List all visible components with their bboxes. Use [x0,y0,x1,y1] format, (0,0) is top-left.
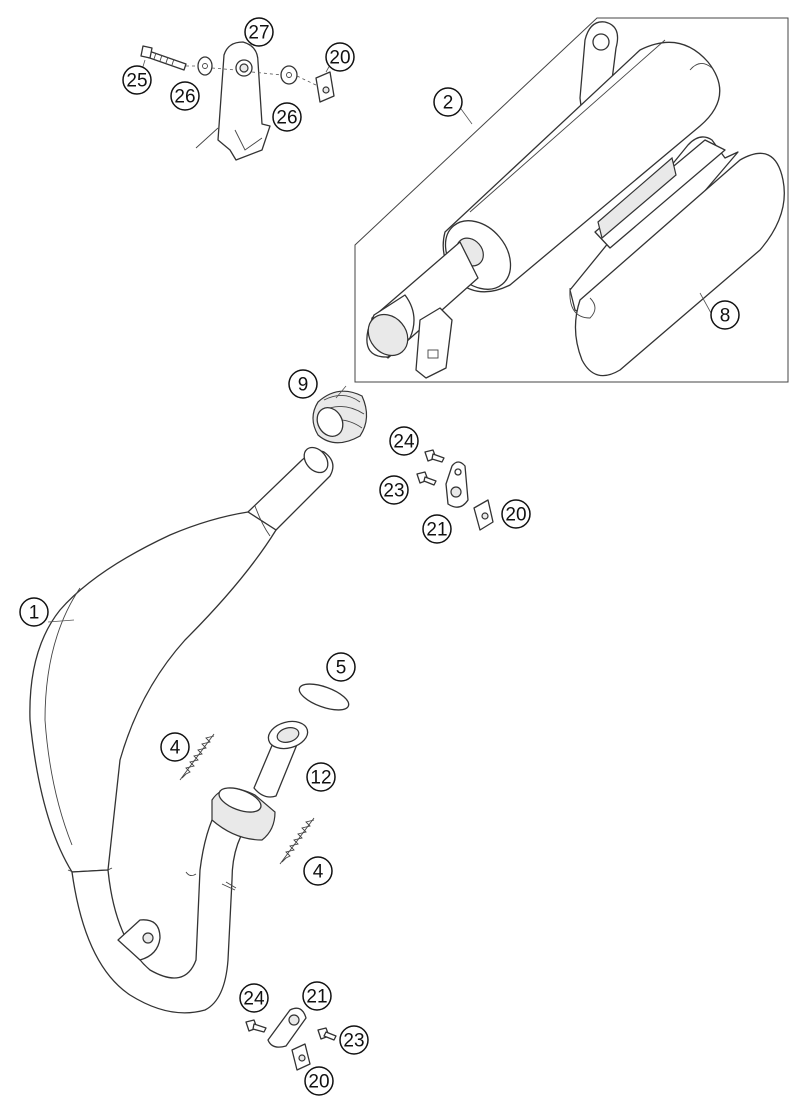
callout-20: 20 [304,1066,334,1096]
exhaust-grommet-part [312,390,368,444]
washer-part [197,56,213,76]
callout-25: 25 [122,65,152,95]
exhaust-pipe-part [29,446,334,1014]
mid-mount-hardware [416,449,494,531]
insert-pipe-part [253,720,309,798]
silencer-part [366,21,721,379]
callout-2: 2 [433,87,463,117]
callout-8: 8 [710,300,740,330]
callout-12-label: 12 [310,768,331,789]
callout-9: 9 [288,369,318,399]
spring-part [279,817,315,865]
callout-20-label: 20 [308,1072,329,1093]
callout-24-label: 24 [243,989,265,1010]
callout-27: 27 [244,17,274,47]
callout-5: 5 [326,652,356,682]
callout-26: 26 [170,81,200,111]
washer-part [280,65,298,85]
screw-part [317,1027,337,1041]
lower-mount-hardware [245,1007,337,1071]
spring-part [179,733,215,781]
clip-nut-part [291,1043,311,1071]
screw-part [245,1019,267,1033]
clamp-bracket-part [267,1007,307,1048]
o-ring-part [298,683,350,711]
callout-20: 20 [325,42,355,72]
callout-20-label: 20 [505,505,526,526]
silencer-assembly-group [354,17,789,383]
callout-12: 12 [306,762,336,792]
heat-shield-part [569,136,785,377]
rear-mount-hardware [140,41,335,161]
callout-24: 24 [239,983,269,1013]
callout-4: 4 [303,856,333,886]
callout-21-label: 21 [306,987,327,1008]
screw-part [416,471,437,486]
callout-20: 20 [501,499,531,529]
callout-27-label: 27 [248,23,269,44]
callout-21: 21 [422,514,452,544]
clip-nut-part [315,71,335,103]
callout-24: 24 [389,426,419,456]
silencer-assembly-frame [354,17,789,383]
callout-23: 23 [379,475,409,505]
callout-8-label: 8 [720,306,731,327]
callout-26-label: 26 [174,87,195,108]
clamp-bracket-part [445,461,469,508]
callout-5-label: 5 [336,658,347,679]
mount-bracket-part [195,41,271,161]
callout-21-label: 21 [426,520,447,541]
callout-23-label: 23 [383,481,404,502]
callout-1: 1 [19,597,49,627]
callout-26-label: 26 [276,108,297,129]
screw-part [424,449,445,463]
callout-4-label: 4 [313,862,324,883]
callout-20-label: 20 [329,48,350,69]
callout-25-label: 25 [126,71,147,92]
callout-4-label: 4 [170,738,181,759]
callout-4: 4 [160,732,190,762]
callout-2-label: 2 [443,93,454,114]
bolt-part [140,45,187,71]
callout-1-label: 1 [29,603,40,624]
callout-23: 23 [339,1025,369,1055]
callout-26: 26 [272,102,302,132]
clip-nut-part [473,499,494,531]
callout-24-label: 24 [393,432,415,453]
callout-23-label: 23 [343,1031,364,1052]
callout-21: 21 [302,981,332,1011]
callout-9-label: 9 [298,375,309,396]
